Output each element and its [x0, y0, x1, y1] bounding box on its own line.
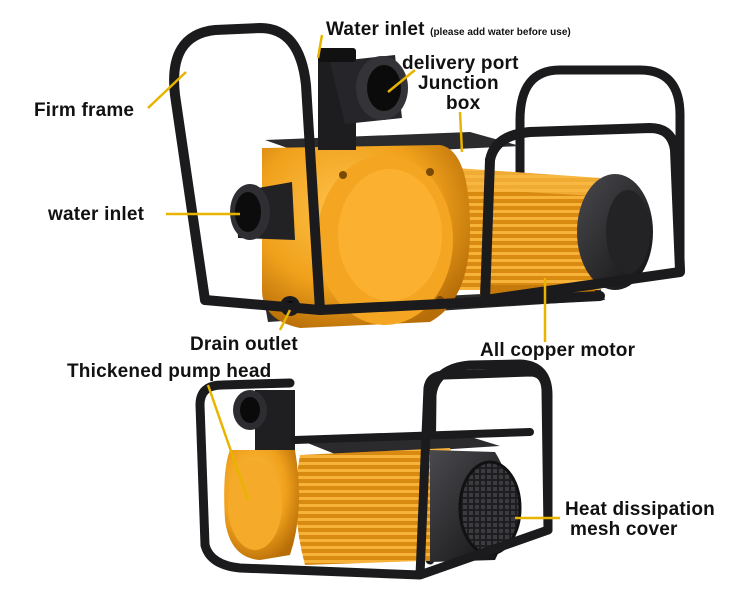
leader-junction-box: [458, 111, 464, 153]
leader-firm-frame: [147, 71, 187, 109]
label-heat-line2: mesh cover: [570, 519, 678, 540]
label-junction-box-line1: Junction: [418, 73, 499, 94]
label-water-inlet-top: Water inlet (please add water before use…: [326, 20, 571, 39]
label-heat-line1: Heat dissipation: [565, 499, 715, 520]
label-pump-head: Thickened pump head: [67, 361, 272, 382]
leader-pump-head: [206, 384, 250, 501]
label-water-inlet-side: water inlet: [48, 204, 145, 225]
label-junction-box-line2: box: [446, 93, 481, 114]
label-copper-motor: All copper motor: [480, 340, 636, 361]
top-pump: [169, 23, 685, 328]
label-drain-outlet: Drain outlet: [190, 334, 298, 355]
leader-lines: [147, 34, 560, 520]
leader-delivery-port: [387, 69, 416, 93]
label-water-inlet-top-text: Water inlet: [326, 19, 425, 40]
leader-water-inlet-top: [316, 34, 324, 59]
leader-drain-outlet: [278, 309, 292, 331]
label-water-inlet-top-note: (please add water before use): [430, 27, 571, 38]
bottom-pump: [195, 359, 553, 580]
label-delivery-port: delivery port: [402, 53, 519, 74]
label-firm-frame: Firm frame: [34, 100, 135, 121]
